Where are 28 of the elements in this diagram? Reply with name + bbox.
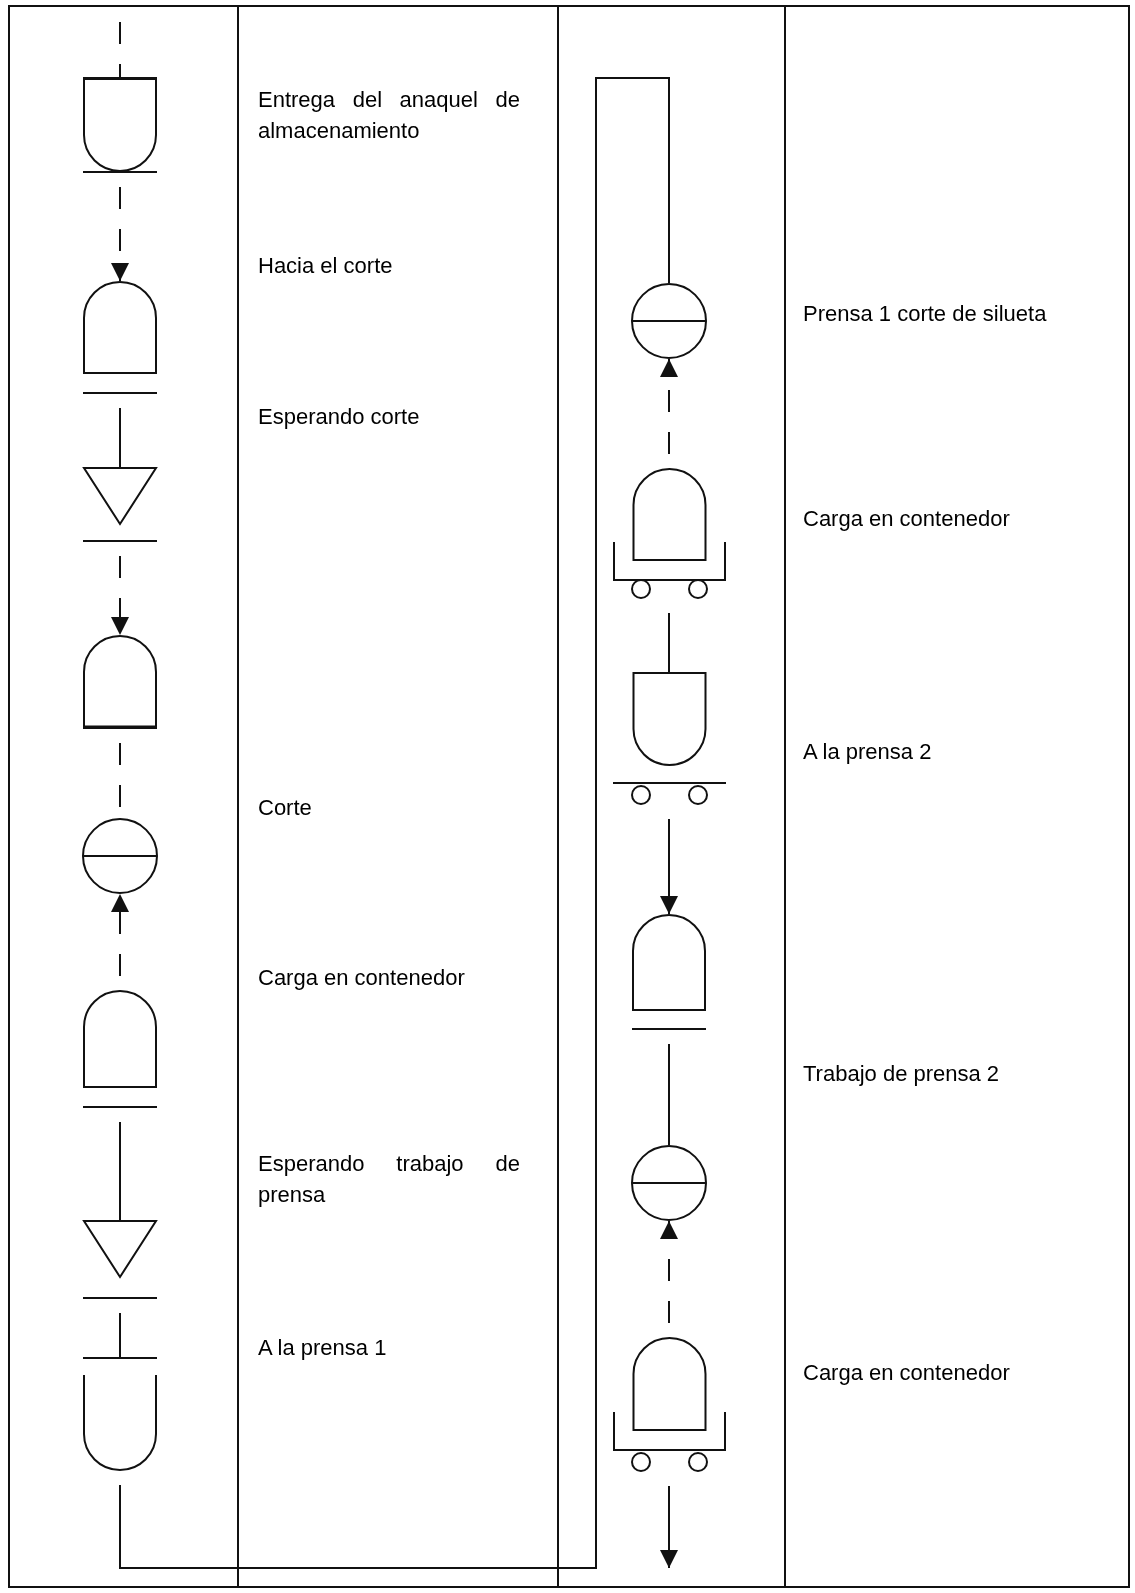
step-description: A la prensa 1 (258, 1334, 388, 1362)
wait-triangle (83, 1220, 157, 1299)
flow-line (119, 21, 121, 78)
step-description: Prensa 1 corte de silueta (803, 300, 1048, 328)
operation-circle (631, 283, 707, 359)
transport-symbol (83, 990, 157, 1108)
step-description: A la prensa 2 (803, 738, 933, 766)
step-description: Corte (258, 794, 313, 822)
operation-circle (82, 818, 158, 894)
operation-circle (631, 1145, 707, 1221)
step-description: Esperando trabajo de prensa (258, 1150, 520, 1209)
storage-symbol (83, 77, 157, 173)
transport-symbol (612, 468, 726, 599)
storage-symbol (612, 672, 726, 805)
step-description: Carga en contenedor (803, 505, 1011, 533)
step-description: Esperando corte (258, 403, 421, 431)
step-description: Carga en contenedor (803, 1359, 1011, 1387)
transport-symbol (83, 281, 157, 394)
wait-triangle (83, 467, 157, 542)
storage-symbol (83, 1357, 157, 1471)
transport-symbol (83, 635, 157, 729)
step-description: Trabajo de prensa 2 (803, 1060, 1001, 1088)
step-description: Carga en contenedor (258, 964, 466, 992)
transport-symbol (632, 914, 706, 1030)
step-description: Entrega del anaquel de almacenamiento (258, 86, 520, 145)
transport-symbol (612, 1337, 726, 1472)
step-description: Hacia el corte (258, 252, 394, 280)
flow-line (119, 77, 670, 1569)
